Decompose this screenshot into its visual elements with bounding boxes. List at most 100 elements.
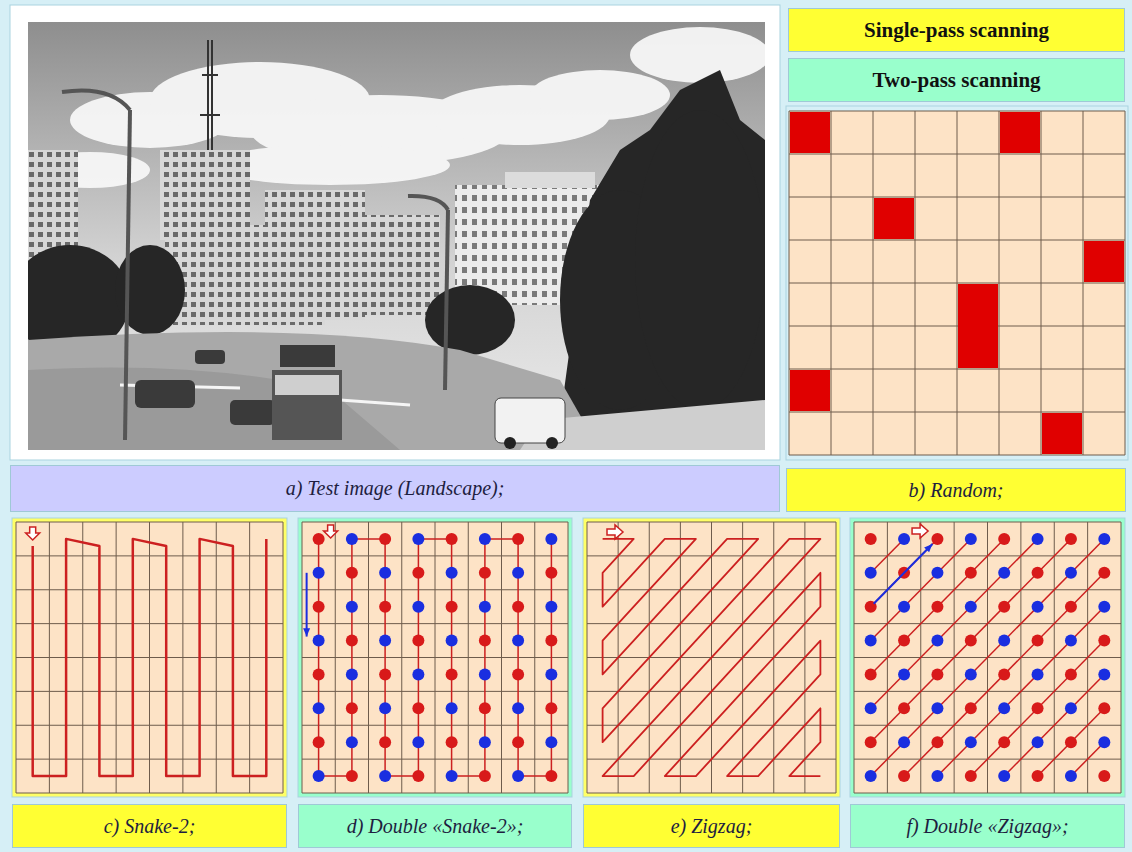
zigzag-path — [871, 539, 971, 641]
scan-dot — [865, 770, 877, 782]
grid-line — [1125, 111, 1126, 455]
scan-dot — [479, 702, 491, 714]
legend-swatch: Two-pass scanning — [788, 58, 1125, 102]
scan-dot — [446, 567, 458, 579]
zigzag-path — [871, 539, 1105, 776]
scan-dot — [931, 635, 943, 647]
scan-dot — [313, 567, 325, 579]
zigzag-path — [1004, 674, 1104, 776]
pass-arrow — [874, 544, 933, 604]
scan-dot — [545, 668, 557, 680]
zigzag-path — [1071, 742, 1104, 776]
scan-dot — [931, 567, 943, 579]
scan-dot — [545, 702, 557, 714]
scan-dot — [898, 702, 910, 714]
zigzag-path — [871, 539, 1071, 742]
random-panel — [786, 106, 1128, 460]
scan-dot — [998, 770, 1010, 782]
scan-dot — [965, 702, 977, 714]
scan-dot — [346, 567, 358, 579]
grid-line — [16, 725, 283, 726]
grid-line — [789, 283, 1125, 284]
zigzag-path — [603, 539, 821, 776]
scan-dot — [545, 567, 557, 579]
scan-dot — [1098, 533, 1110, 545]
grid-line — [302, 691, 568, 692]
scan-dot — [965, 770, 977, 782]
scan-dot — [1065, 601, 1077, 613]
pass-arrow — [306, 573, 308, 637]
scan-dot — [512, 668, 524, 680]
scan-dot — [313, 533, 325, 545]
grid-line — [789, 369, 1125, 370]
scan-dot — [346, 533, 358, 545]
zigzag-path — [871, 539, 938, 607]
scan-dot — [1098, 702, 1110, 714]
grid-line — [789, 412, 1125, 413]
start-arrow — [607, 525, 623, 539]
scan-dot — [479, 770, 491, 782]
grid-line — [587, 793, 836, 794]
zigzag-path — [871, 539, 1005, 675]
scan-dot — [898, 601, 910, 613]
scan-dot — [965, 601, 977, 613]
scan-dot — [1098, 668, 1110, 680]
grid-line — [568, 522, 569, 793]
scan-dot — [998, 736, 1010, 748]
snake-path — [33, 539, 267, 776]
caption-band: c) Snake-2; — [12, 804, 287, 848]
scan-dot — [1065, 770, 1077, 782]
scan-dot — [898, 770, 910, 782]
grid-ground — [789, 111, 1125, 455]
caption-band: b) Random; — [786, 468, 1126, 512]
scan-dot — [446, 770, 458, 782]
scan-dot — [998, 533, 1010, 545]
grid-line — [789, 326, 1125, 327]
scan-dot — [479, 601, 491, 613]
scan-dot — [865, 668, 877, 680]
scan-dot — [545, 770, 557, 782]
grid-ground — [854, 522, 1121, 793]
scan-dot — [898, 668, 910, 680]
scan-dot — [346, 601, 358, 613]
grid-ground — [302, 522, 568, 793]
random-cell — [958, 284, 998, 368]
grid-line — [534, 522, 535, 793]
scan-dot — [446, 533, 458, 545]
pass-arrowhead — [303, 628, 310, 636]
scan-dot — [412, 533, 424, 545]
start-arrow — [912, 524, 928, 538]
scan-dot — [865, 635, 877, 647]
grid-line — [854, 793, 1121, 794]
scan-dot — [313, 736, 325, 748]
caption-band: f) Double «Zigzag»; — [850, 804, 1125, 848]
scan-dot — [898, 533, 910, 545]
scan-dot — [346, 702, 358, 714]
scan-dot — [865, 736, 877, 748]
start-arrow — [324, 525, 338, 538]
scan-dot — [446, 668, 458, 680]
scan-dot — [479, 635, 491, 647]
scan-dot — [446, 702, 458, 714]
scan-dot — [1032, 668, 1044, 680]
scan-dot — [1032, 770, 1044, 782]
scan-panel — [12, 518, 287, 797]
scan-dot — [931, 601, 943, 613]
scan-panel — [850, 518, 1125, 797]
scan-dot — [1032, 736, 1044, 748]
legend-swatch: Single-pass scanning — [788, 8, 1125, 52]
scan-dot — [1098, 736, 1110, 748]
caption-text: d) Double «Snake-2»; — [341, 815, 530, 838]
scan-dot — [346, 770, 358, 782]
grid-line — [16, 793, 283, 794]
scan-dot — [1065, 567, 1077, 579]
zigzag-path — [937, 607, 1104, 776]
scan-dot — [379, 533, 391, 545]
grid-line — [1121, 522, 1122, 793]
grid-line — [302, 759, 568, 760]
scan-dot — [379, 770, 391, 782]
zigzag-path — [971, 641, 1105, 777]
